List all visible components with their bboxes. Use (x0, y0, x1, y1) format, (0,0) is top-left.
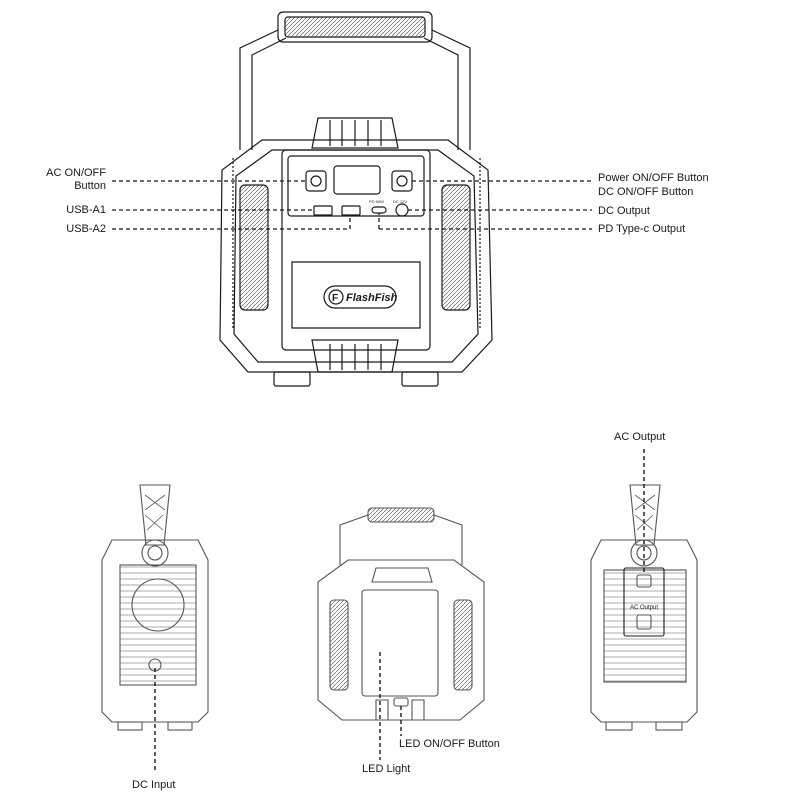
brand-badge (323, 285, 397, 309)
front-handle (239, 11, 471, 150)
brand-logo: FlashFish (346, 292, 398, 304)
front-left-grill (239, 184, 269, 311)
usb-a1-label: USB-A1 (66, 204, 106, 216)
dc-input-label: DC Input (132, 779, 176, 791)
led-onoff-button[interactable] (393, 697, 409, 707)
panel-dc-label: DC 12V (393, 199, 407, 204)
led-light-label: LED Light (362, 763, 411, 775)
ac-output-panel-label: AC Output (630, 605, 658, 611)
left-side-view (101, 484, 209, 731)
pd-typec-label: PD Type-c Output (598, 223, 686, 235)
front-control-panel (281, 149, 431, 351)
panel-pd-label: PD 60W (369, 199, 384, 204)
ac-output-label: AC Output (614, 431, 666, 443)
power-onoff-button[interactable] (391, 170, 413, 192)
dc-output-label: DC Output (598, 205, 650, 217)
ac-onoff-label-line2: Button (74, 180, 106, 192)
brand-logo-mark: F (332, 293, 338, 304)
front-view (219, 11, 493, 387)
usb-a2-port (341, 205, 361, 216)
front-top-vents (311, 117, 399, 149)
ac-onoff-label: AC ON/OFF Button (20, 167, 106, 193)
dc-onoff-label: DC ON/OFF Button (598, 186, 694, 198)
back-view (317, 507, 485, 721)
front-leader-lines (112, 180, 592, 230)
dc-output-port (395, 203, 409, 217)
usb-a1-port (313, 205, 333, 216)
led-onoff-label: LED ON/OFF Button (399, 738, 500, 750)
front-right-grill (441, 184, 471, 311)
pd-typec-port (371, 206, 387, 214)
front-bottom-vents (311, 339, 399, 373)
usb-a2-label: USB-A2 (66, 223, 106, 235)
ac-onoff-button[interactable] (305, 170, 327, 192)
ac-onoff-label-line1: AC ON/OFF (46, 167, 106, 179)
led-light-panel (361, 589, 439, 697)
front-display (333, 165, 381, 195)
power-onoff-label: Power ON/OFF Button (598, 172, 709, 184)
front-body (219, 139, 493, 373)
